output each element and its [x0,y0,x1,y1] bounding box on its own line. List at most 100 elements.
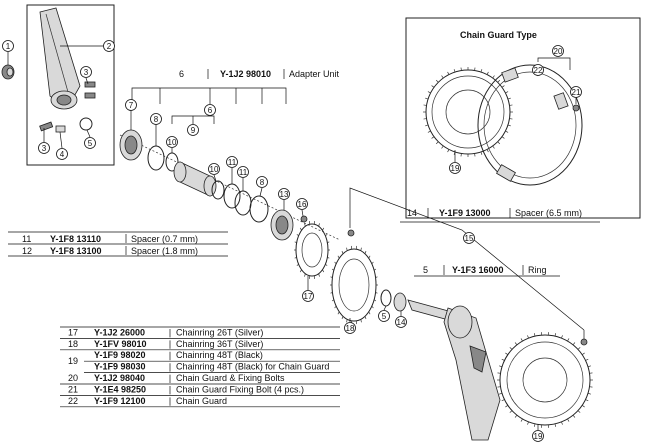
spacer-8-right [249,195,269,223]
callout-1: 1 [6,42,11,51]
parts-table-row: 22 Y-1F9 12100 Chain Guard [60,396,340,408]
callout-3-lower: 3 [42,144,47,153]
pinch-bolt-lower [84,92,96,99]
parts-table-name: Chainring 26T (Silver) [176,327,263,337]
guard-tab-top [501,67,519,83]
adapter-name: Adapter Unit [289,69,340,79]
callout-21: 21 [572,88,581,97]
callout-4: 4 [60,150,65,159]
parts-table-code: Y-1E4 98250 [94,384,146,394]
callout-11-a: 11 [228,158,237,167]
chainring-26t-teeth [294,221,330,279]
spacer-10-right [211,180,225,200]
parts-table-num: 19 [68,356,78,366]
callout-19-main: 19 [534,432,543,441]
spacer-table-row-1-name: Spacer (0.7 mm) [131,234,198,244]
parts-table-row: 21 Y-1E4 98250 Chain Guard Fixing Bolt (4 … [60,384,340,396]
ring-5 [380,289,392,307]
callout-8-right: 8 [260,178,265,187]
callout-17: 17 [304,292,313,301]
parts-table-name: Chainring 48T (Black) for Chain Guard [176,362,329,372]
parts-table-num: 17 [68,327,78,337]
callout-14: 14 [397,318,406,327]
callout-9: 9 [191,126,196,135]
guard-tab-bottom [496,164,516,182]
callout-19-guard: 19 [451,164,460,173]
left-crank-box [26,4,115,166]
right-crank-boss [447,305,473,339]
callout-7: 7 [129,101,134,110]
spacer-table: 11 Y-1F8 13110 Spacer (0.7 mm) 12 Y-1F8 … [22,234,198,256]
ring-5-code: Y-1F3 16000 [452,265,504,275]
chain-guard-title: Chain Guard Type [460,30,537,40]
callout-13: 13 [280,190,289,199]
callout-11-b: 11 [239,168,248,177]
left-crank-arm [39,7,81,105]
safety-plate [55,125,66,133]
parts-table-num: 20 [68,373,78,383]
callout-2: 2 [107,42,112,51]
chainring-36t [331,248,377,322]
spacer-table-row-1-code: Y-1F8 13110 [50,234,101,244]
chainring-26t [295,223,329,277]
cap-ring [79,117,93,131]
spacer-table-row-2-name: Spacer (1.8 mm) [131,246,198,256]
chain-guard-chainring-teeth [423,67,513,157]
pinch-bolt-upper [84,81,96,88]
callout-16: 16 [298,200,307,209]
callout-18: 18 [346,324,355,333]
spacer-14 [393,292,407,312]
chain-guard-ring [477,64,583,186]
guard-tab-right [553,92,569,110]
spacer-table-row-2-code: Y-1F8 13100 [50,246,102,256]
callout-10-left: 10 [168,138,177,147]
callout-22: 22 [534,66,543,75]
parts-table-code: Y-1F9 98020 [94,350,146,360]
parts-table-code: Y-1J2 98040 [94,373,145,383]
spacer-12 [234,190,252,216]
guard-bolt [572,104,580,112]
parts-table-code: Y-1FV 98010 [94,339,147,349]
chain-guard-chainring [425,69,511,155]
callout-3-upper: 3 [84,68,89,77]
chainring-36t-teeth [330,245,378,325]
parts-table-name: Chain Guard & Fixing Bolts [176,373,285,383]
adapter-num: 6 [179,69,184,79]
spacer-14-code: Y-1F9 13000 [439,208,491,218]
callout-20: 20 [554,47,563,56]
chainring-bolt [580,338,588,346]
callout-15: 15 [465,234,474,243]
callout-5-left: 5 [88,139,93,148]
callout-10-right: 10 [210,165,219,174]
spacer-table-row-2-num: 12 [22,246,32,256]
chain-guard-box [405,17,641,219]
parts-table-name: Chain Guard [176,396,227,406]
crank-logo [469,345,487,373]
ring-5-name: Ring [528,265,547,275]
parts-table-name: Chainring 36T (Silver) [176,339,263,349]
parts-table-num: 22 [68,396,78,406]
ring-5-num: 5 [423,265,428,275]
pinch-bolt-left [39,121,54,132]
callout-5-right: 5 [382,312,387,321]
spacer-14-num: 14 [407,208,417,218]
parts-table-code: Y-1F9 12100 [94,396,146,406]
chainring-48t-teeth [497,332,593,428]
parts-table-num: 21 [68,384,78,394]
spacer-8-left [147,145,165,171]
callout-8-left: 8 [154,115,159,124]
bolt-16 [300,215,308,223]
parts-table-row: 20 Y-1J2 98040 Chain Guard & Fixing Bolts [60,373,340,385]
right-crank-arm [443,307,501,441]
spacer-table-row-1-num: 11 [22,234,31,244]
spacer-11 [223,183,241,209]
spacer-14-name: Spacer (6.5 mm) [515,208,582,218]
parts-table-name: Chain Guard Fixing Bolt (4 pcs.) [176,384,304,394]
